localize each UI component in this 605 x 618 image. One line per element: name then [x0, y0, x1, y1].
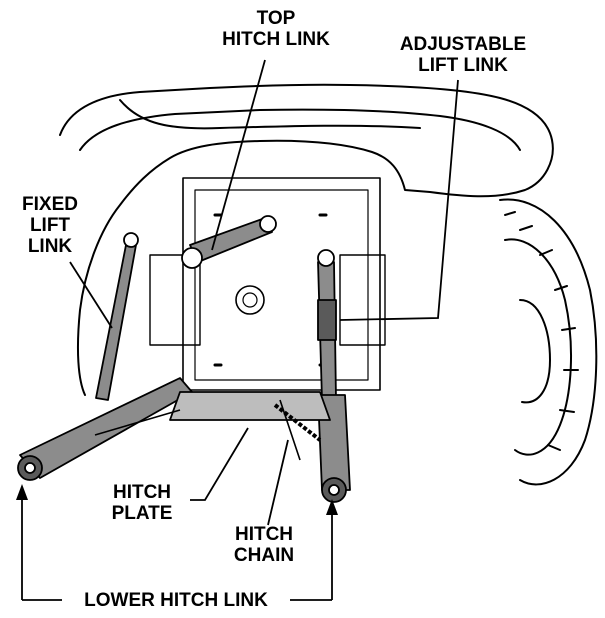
rear-tire-tread: [504, 211, 579, 451]
left-lower-link-hole: [24, 462, 36, 474]
label-adjustable-lift-link-line-1: ADJUSTABLE: [399, 34, 527, 55]
rear-tire-inner: [504, 238, 573, 456]
tractor-body-outline: [59, 83, 554, 396]
label-adjustable-lift-link: ADJUSTABLE LIFT LINK: [378, 34, 548, 76]
hitch-frame-plate-right: [339, 254, 386, 346]
label-hitch-plate-line-2: PLATE: [111, 503, 173, 524]
label-adjustable-lift-link-line-2: LIFT LINK: [418, 55, 508, 76]
label-lower-hitch-link: LOWER HITCH LINK: [62, 590, 290, 611]
label-hitch-plate: HITCH PLATE: [96, 482, 188, 524]
adjustable-lift-link-turnbuckle: [317, 299, 337, 341]
leader-hitch-chain: [267, 439, 289, 526]
label-hitch-chain-line-2: CHAIN: [233, 545, 295, 566]
label-fixed-lift-link-line-2: LIFT: [29, 215, 71, 236]
label-top-hitch-link-line-1: TOP: [256, 8, 296, 29]
pto-shaft-inner: [242, 292, 258, 308]
leader-top-hitch-link: [211, 59, 266, 251]
top-link-pin-left: [181, 247, 203, 269]
hitch-frame: [182, 177, 381, 391]
fixed-lift-link: [95, 244, 137, 401]
label-fixed-lift-link-line-1: FIXED: [22, 194, 78, 215]
arrowhead-lower-right: [326, 499, 338, 515]
fixed-link-pin: [123, 232, 139, 248]
hitch-chain-right: [273, 403, 322, 442]
leader-adjustable-lift-link: [339, 79, 459, 321]
rear-tire-hub: [519, 299, 551, 404]
hitch-frame-inner: [194, 189, 369, 381]
label-fixed-lift-link: FIXED LIFT LINK: [10, 194, 90, 257]
pto-shaft: [235, 285, 265, 315]
rear-tire: [499, 198, 598, 486]
adjustable-link-pin: [317, 249, 335, 267]
tractor-body-ridge: [119, 99, 421, 130]
tractor-body-inner: [79, 108, 521, 151]
hitch-chain-left: [94, 409, 181, 436]
hitch-plate-shape: [169, 391, 331, 421]
top-link-pin-right: [259, 215, 277, 233]
hitch-chain-center: [279, 399, 301, 461]
leader-fixed-lift-link: [69, 261, 113, 329]
leader-hitch-plate: [190, 427, 249, 501]
right-lower-link-hole: [328, 484, 340, 496]
frame-bolts: [213, 213, 328, 367]
label-top-hitch-link-line-2: HITCH LINK: [222, 29, 330, 50]
arrowhead-lower-left: [16, 484, 28, 500]
label-hitch-chain: HITCH CHAIN: [218, 524, 310, 566]
label-top-hitch-link: TOP HITCH LINK: [206, 8, 346, 50]
label-fixed-lift-link-line-3: LINK: [27, 236, 73, 257]
label-hitch-chain-line-1: HITCH: [234, 524, 294, 545]
label-hitch-plate-line-1: HITCH: [112, 482, 172, 503]
label-lower-hitch-link-text: LOWER HITCH LINK: [84, 590, 268, 611]
